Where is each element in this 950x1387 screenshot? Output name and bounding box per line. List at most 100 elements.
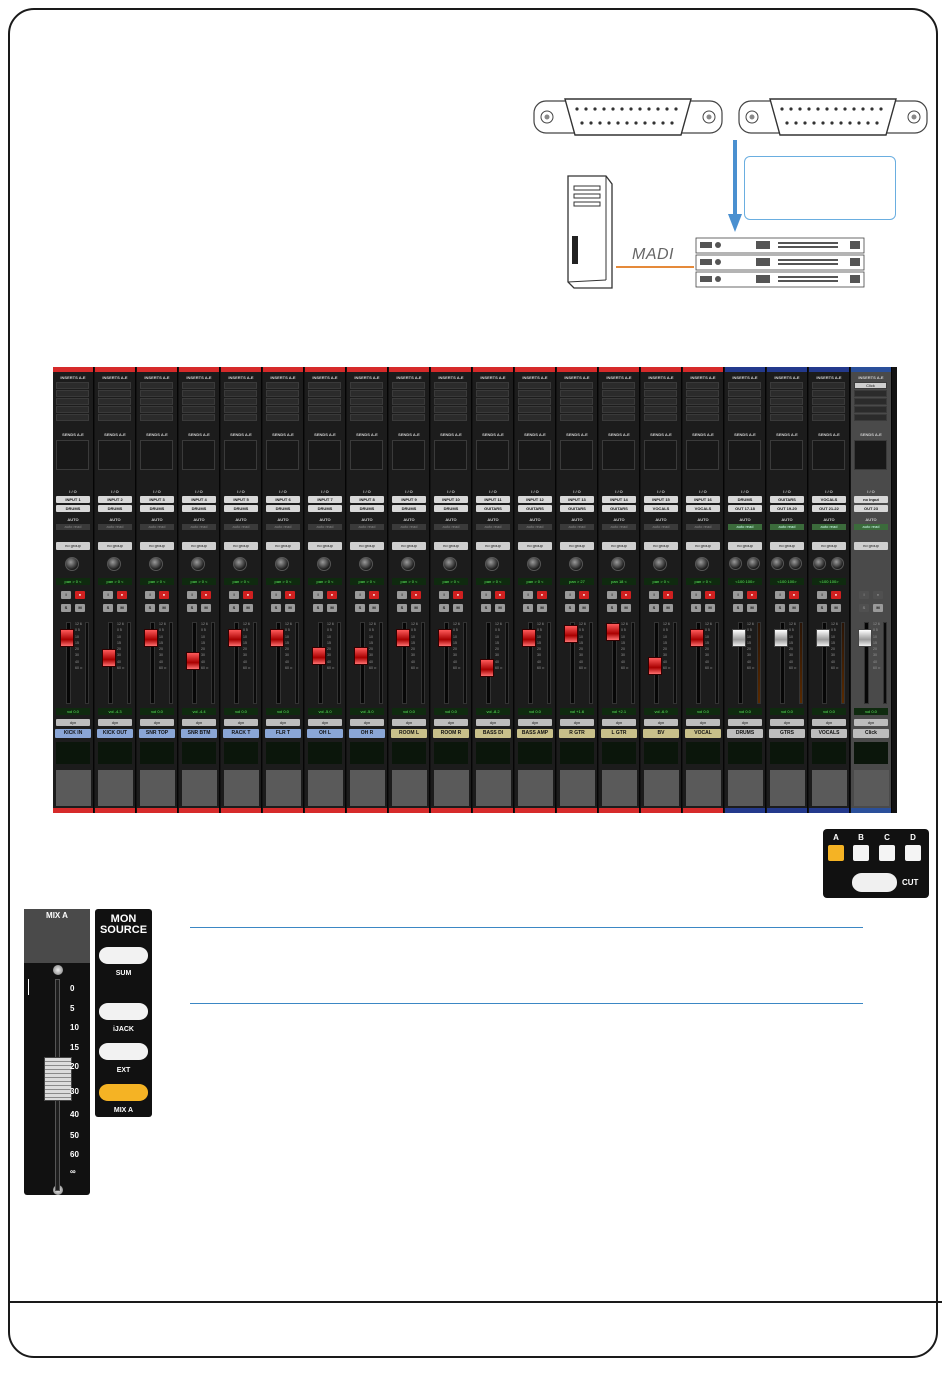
automation-mode[interactable]: auto read (770, 524, 804, 530)
pan-knob[interactable] (485, 557, 499, 571)
dyn-button[interactable]: dyn (770, 719, 804, 726)
input-monitor-button[interactable]: I (817, 591, 827, 599)
channel-name[interactable]: BASS AMP (517, 729, 553, 738)
input-monitor-button[interactable]: I (481, 591, 491, 599)
group-selector[interactable]: no group (350, 542, 384, 550)
input-monitor-button[interactable]: I (187, 591, 197, 599)
pan-knob[interactable] (191, 557, 205, 571)
channel-name[interactable]: VOCAL (685, 729, 721, 738)
insert-slot[interactable] (350, 406, 383, 413)
volume-fader[interactable] (312, 647, 326, 665)
input-selector[interactable]: INPUT 14 (602, 496, 636, 503)
fader-track[interactable] (528, 622, 533, 704)
insert-slot[interactable] (182, 398, 215, 405)
send-slot[interactable] (308, 440, 341, 470)
input-selector[interactable]: INPUT 3 (140, 496, 174, 503)
insert-slot[interactable] (308, 398, 341, 405)
channel-name[interactable]: ROOM R (433, 729, 469, 738)
send-slot[interactable] (98, 440, 131, 470)
insert-slot[interactable] (182, 390, 215, 397)
group-selector[interactable]: no group (224, 542, 258, 550)
send-slot[interactable] (854, 440, 887, 470)
insert-slot[interactable] (854, 390, 887, 397)
send-slot[interactable] (56, 440, 89, 470)
solo-button[interactable]: S (649, 604, 659, 612)
record-button[interactable]: ● (201, 591, 211, 599)
output-selector[interactable]: DRUMS (182, 505, 216, 512)
input-selector[interactable]: INPUT 1 (56, 496, 90, 503)
insert-slot[interactable] (308, 382, 341, 389)
output-selector[interactable]: DRUMS (98, 505, 132, 512)
input-selector[interactable]: VOCALS (812, 496, 846, 503)
insert-slot[interactable] (602, 406, 635, 413)
group-selector[interactable]: no group (728, 542, 762, 550)
mute-button[interactable]: M (747, 604, 757, 612)
channel-name[interactable]: SNR TOP (139, 729, 175, 738)
send-slot[interactable] (350, 440, 383, 470)
group-selector[interactable]: no group (854, 542, 888, 550)
pan-knob[interactable] (569, 557, 583, 571)
insert-slot[interactable] (98, 390, 131, 397)
insert-slot[interactable] (434, 390, 467, 397)
pan-knob[interactable] (611, 557, 625, 571)
insert-slot[interactable] (434, 398, 467, 405)
insert-slot[interactable] (392, 398, 425, 405)
group-selector[interactable]: no group (140, 542, 174, 550)
pan-knob[interactable] (653, 557, 667, 571)
insert-slot[interactable] (770, 406, 803, 413)
insert-slot[interactable] (350, 414, 383, 421)
solo-button[interactable]: S (229, 604, 239, 612)
output-selector[interactable]: OUT 21-22 (812, 505, 846, 512)
insert-slot[interactable] (770, 414, 803, 421)
automation-mode[interactable]: auto read (224, 524, 258, 530)
insert-slot[interactable] (518, 398, 551, 405)
group-selector[interactable]: no group (182, 542, 216, 550)
pan-knob[interactable] (233, 557, 247, 571)
send-slot[interactable] (392, 440, 425, 470)
pan-knob[interactable] (359, 557, 373, 571)
insert-slot[interactable] (98, 406, 131, 413)
insert-slot[interactable] (182, 414, 215, 421)
insert-slot[interactable] (56, 414, 89, 421)
pan-knob-left[interactable] (729, 557, 742, 570)
volume-fader[interactable] (480, 659, 494, 677)
fader-track[interactable] (822, 622, 827, 704)
insert-slot[interactable] (854, 406, 887, 413)
mute-button[interactable]: M (621, 604, 631, 612)
mute-button[interactable]: M (159, 604, 169, 612)
insert-slot[interactable] (812, 406, 845, 413)
insert-slot[interactable] (182, 406, 215, 413)
channel-name[interactable]: FLR T (265, 729, 301, 738)
pan-knob[interactable] (107, 557, 121, 571)
input-selector[interactable]: INPUT 10 (434, 496, 468, 503)
record-button[interactable]: ● (495, 591, 505, 599)
output-selector[interactable]: OUT 23 (854, 505, 888, 512)
dyn-button[interactable]: dyn (560, 719, 594, 726)
input-selector[interactable]: INPUT 12 (518, 496, 552, 503)
solo-button[interactable]: S (817, 604, 827, 612)
fader-track[interactable] (570, 622, 575, 704)
record-button[interactable]: ● (159, 591, 169, 599)
volume-fader[interactable] (396, 629, 410, 647)
mute-button[interactable]: M (75, 604, 85, 612)
fader-track[interactable] (780, 622, 785, 704)
insert-slot[interactable] (560, 390, 593, 397)
insert-slot[interactable] (518, 390, 551, 397)
insert-slot[interactable] (224, 390, 257, 397)
automation-mode[interactable]: auto read (686, 524, 720, 530)
input-monitor-button[interactable]: I (313, 591, 323, 599)
insert-slot[interactable] (434, 414, 467, 421)
automation-mode[interactable]: auto read (728, 524, 762, 530)
insert-slot[interactable] (644, 414, 677, 421)
group-selector[interactable]: no group (392, 542, 426, 550)
mute-button[interactable]: M (411, 604, 421, 612)
pan-knob-right[interactable] (831, 557, 844, 570)
dyn-button[interactable]: dyn (602, 719, 636, 726)
output-selector[interactable]: DRUMS (56, 505, 90, 512)
mute-button[interactable]: M (285, 604, 295, 612)
channel-name[interactable]: SNR BTM (181, 729, 217, 738)
dyn-button[interactable]: dyn (392, 719, 426, 726)
solo-button[interactable]: S (481, 604, 491, 612)
channel-name[interactable]: VOCALS (811, 729, 847, 738)
channel-name[interactable]: KICK OUT (97, 729, 133, 738)
